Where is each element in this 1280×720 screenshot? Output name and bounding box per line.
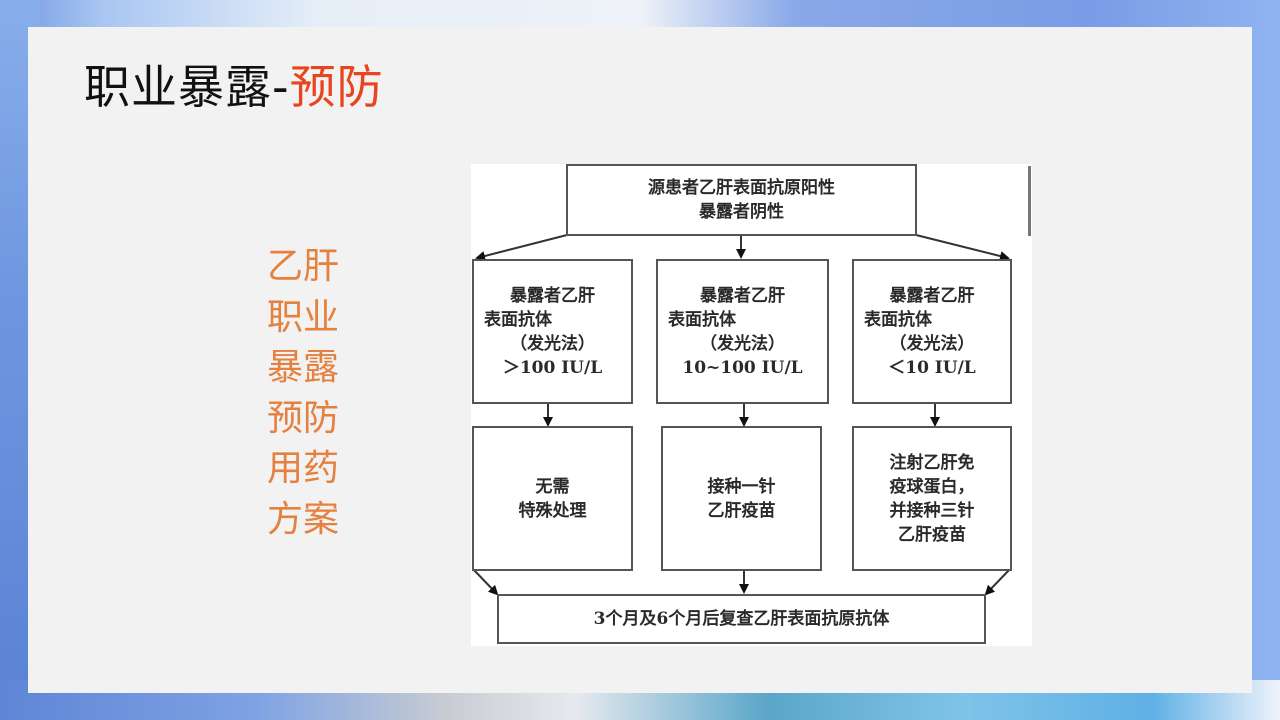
side-label-line: 乙肝 bbox=[266, 246, 339, 287]
title-main-text: 职业暴露- bbox=[84, 60, 290, 114]
arrow-root-to-cond1 bbox=[475, 234, 568, 261]
condition-line: 暴露者乙肝 bbox=[510, 285, 595, 306]
root-node-box: 源患者乙肝表面抗原阳性 暴露者阴性 bbox=[566, 164, 917, 236]
side-label-line: 方案 bbox=[266, 498, 339, 540]
side-label-line: 职业 bbox=[266, 296, 339, 338]
content-panel: 职业暴露-预防 乙肝 职业 暴露 预防 用药 方案 bbox=[28, 27, 1252, 693]
arrow-action1-to-final bbox=[472, 568, 499, 596]
condition-box-high: 暴露者乙肝 表面抗体 （发光法） ＞100 IU/L bbox=[472, 259, 633, 404]
action-line: 注射乙肝免 bbox=[889, 452, 975, 473]
image-edge-artifact bbox=[1028, 166, 1031, 236]
title-accent-text: 预防 bbox=[289, 60, 384, 114]
condition-line: 10~100 IU/L bbox=[682, 357, 803, 378]
side-label: 乙肝 职业 暴露 预防 用药 方案 bbox=[248, 242, 358, 545]
action-line: 接种一针 bbox=[707, 476, 776, 497]
condition-line: （发光法） bbox=[889, 333, 975, 354]
condition-box-low: 暴露者乙肝 表面抗体 （发光法） ＜10 IU/L bbox=[852, 259, 1012, 404]
side-label-line: 用药 bbox=[266, 448, 339, 489]
condition-line: （发光法） bbox=[510, 333, 595, 354]
arrow-root-to-cond3 bbox=[915, 234, 1010, 261]
final-recheck-box: 3个月及6个月后复查乙肝表面抗原抗体 bbox=[497, 594, 986, 644]
action-box-hbig-three-doses: 注射乙肝免 疫球蛋白， 并接种三针 乙肝疫苗 bbox=[852, 426, 1012, 571]
condition-line: 暴露者乙肝 bbox=[889, 285, 975, 306]
condition-line: 表面抗体 bbox=[484, 309, 552, 330]
root-node-line: 暴露者阴性 bbox=[699, 202, 784, 222]
side-label-line: 暴露 bbox=[266, 347, 339, 388]
action-line: 乙肝疫苗 bbox=[707, 500, 776, 521]
action-box-no-treatment: 无需 特殊处理 bbox=[472, 426, 633, 571]
condition-line: （发光法） bbox=[700, 333, 785, 354]
arrow-action3-to-final bbox=[984, 568, 1011, 596]
condition-line: ＜10 IU/L bbox=[888, 357, 976, 378]
side-label-line: 预防 bbox=[266, 397, 339, 439]
action-line: 无需 bbox=[535, 476, 570, 497]
hbv-prophylaxis-flowchart: 源患者乙肝表面抗原阳性 暴露者阴性 暴露者乙肝 表面抗体 （发光法） ＞100 … bbox=[471, 164, 1032, 646]
final-line: 3个月及6个月后复查乙肝表面抗原抗体 bbox=[593, 609, 890, 629]
action-line: 特殊处理 bbox=[518, 500, 587, 521]
action-line: 乙肝疫苗 bbox=[898, 524, 966, 545]
action-line: 疫球蛋白， bbox=[889, 476, 975, 497]
condition-line: ＞100 IU/L bbox=[502, 357, 603, 378]
root-node-line: 源患者乙肝表面抗原阳性 bbox=[648, 178, 835, 198]
condition-line: 暴露者乙肝 bbox=[700, 285, 785, 306]
action-line: 并接种三针 bbox=[889, 500, 975, 521]
condition-line: 表面抗体 bbox=[668, 309, 736, 330]
condition-box-mid: 暴露者乙肝 表面抗体 （发光法） 10~100 IU/L bbox=[656, 259, 829, 404]
slide-title: 职业暴露-预防 bbox=[84, 57, 384, 117]
action-box-one-dose: 接种一针 乙肝疫苗 bbox=[661, 426, 822, 571]
condition-line: 表面抗体 bbox=[864, 309, 932, 330]
flowchart-arrows bbox=[472, 234, 1011, 596]
